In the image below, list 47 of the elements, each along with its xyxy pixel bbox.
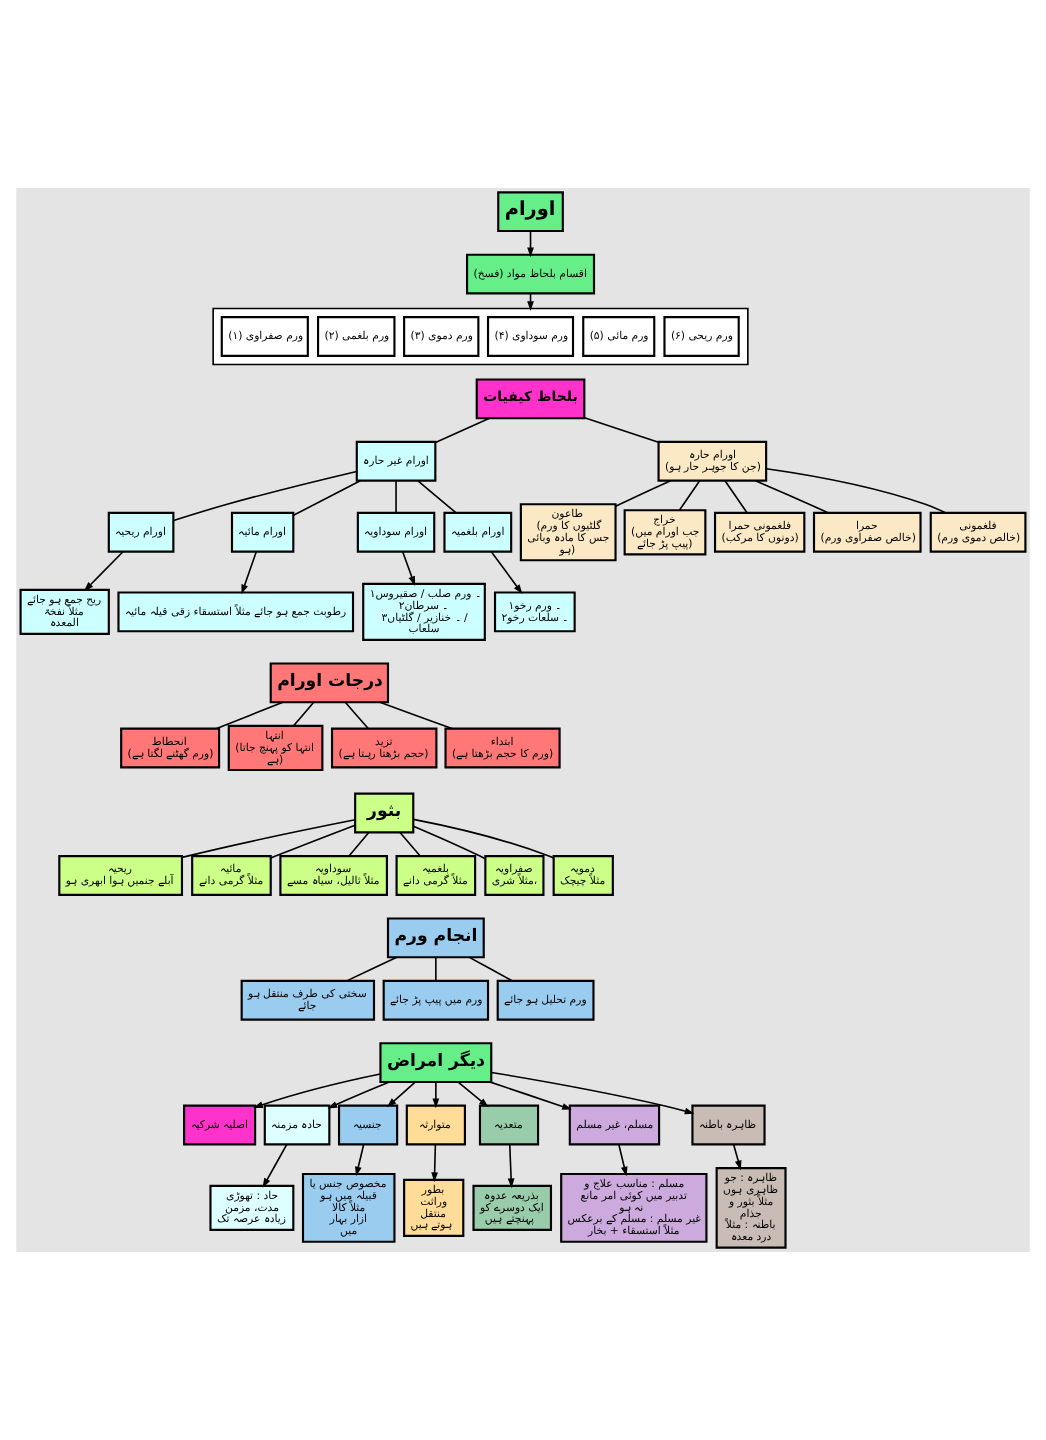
connector	[614, 479, 672, 508]
arrow	[386, 1081, 416, 1108]
connector	[754, 479, 829, 514]
arrow	[507, 1143, 515, 1189]
connector	[412, 818, 555, 859]
connector	[678, 480, 701, 511]
connector	[292, 480, 362, 517]
arrow	[732, 1143, 742, 1171]
node-box: درجات اورام	[269, 662, 390, 704]
connector	[395, 480, 397, 514]
connector	[172, 470, 358, 522]
connector	[379, 701, 453, 730]
connector	[435, 956, 437, 982]
connector	[583, 417, 660, 444]
arrow	[401, 550, 416, 587]
connector	[399, 831, 421, 857]
connector	[181, 819, 356, 859]
arrow	[327, 1081, 390, 1109]
connector	[215, 701, 284, 730]
arrow	[355, 1143, 365, 1177]
arrow	[431, 1143, 438, 1183]
connector	[292, 701, 315, 727]
arrow	[457, 1081, 489, 1108]
connector	[765, 467, 947, 514]
arrow	[490, 1071, 695, 1115]
arrow	[489, 1081, 572, 1110]
connector	[412, 825, 486, 860]
node-box: دیگر امراض	[379, 1042, 493, 1084]
arrow	[241, 550, 258, 595]
arrow	[432, 1081, 440, 1109]
node-box: اورام	[497, 191, 564, 233]
connector	[724, 480, 748, 514]
arrow	[618, 1143, 628, 1177]
connector	[434, 417, 491, 444]
connector	[348, 831, 370, 857]
connector	[344, 701, 369, 730]
connector	[270, 824, 356, 859]
arrow	[490, 550, 523, 594]
node-box: بثور	[354, 792, 415, 834]
connector	[417, 480, 457, 514]
arrow	[253, 1073, 382, 1108]
connector	[468, 956, 514, 982]
arrow	[262, 1143, 288, 1188]
connector	[345, 956, 398, 982]
node-box: انجام ورم	[386, 917, 485, 959]
arrow	[83, 550, 124, 592]
cluster	[212, 307, 749, 366]
